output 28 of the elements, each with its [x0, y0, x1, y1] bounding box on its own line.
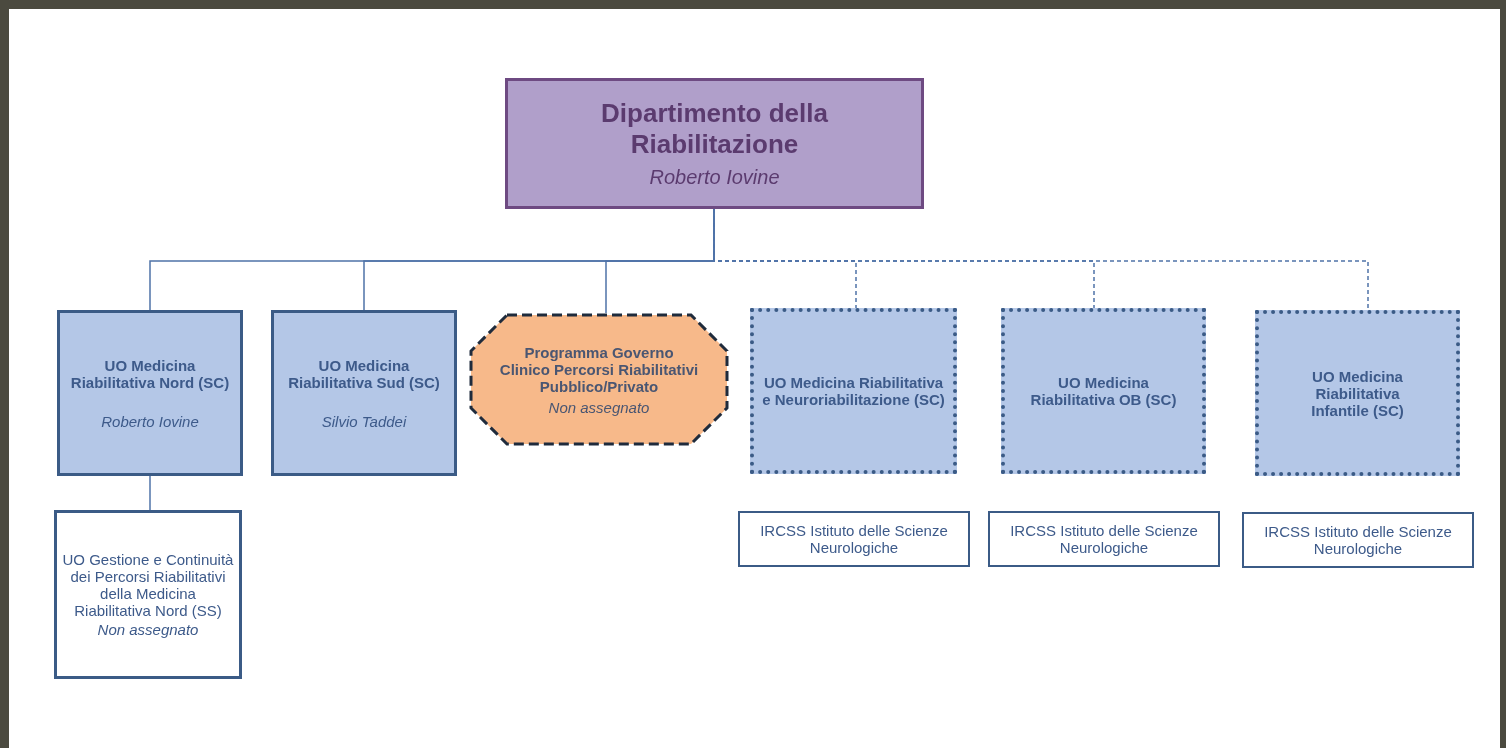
- connector-line: [149, 475, 151, 511]
- unit-box: [271, 310, 457, 476]
- unit-title: UO Medicina Riabilitativa Nord (SC): [70, 356, 230, 391]
- manager-name: Non assegnato: [96, 621, 200, 638]
- unit-title: UO Medicina Riabilitativa OB (SC): [1029, 374, 1178, 408]
- unit-title: UO Medicina Riabilitativa e Neuroriabilitazione (SC): [761, 374, 946, 408]
- manager-name: Roberto Iovine: [648, 166, 781, 189]
- unit-title: IRCSS Istituto delle Scienze Neurologiche: [1009, 522, 1199, 556]
- institute-box: [738, 511, 970, 567]
- department-title: Dipartimento della Riabilitazione: [600, 98, 829, 160]
- unit-title: UO Medicina Riabilitativa Sud (SC): [287, 356, 441, 391]
- unit-title: UO Medicina Riabilitativa Infantile (SC): [1310, 367, 1405, 419]
- institute-box: [1242, 512, 1474, 568]
- unit-title: UO Gestione e Continuità dei Percorsi Riabilitativi della Medicina Riabilitativa Nord (SS): [61, 551, 235, 619]
- unit-title: Programma Governo Clinico Percorsi Riabilitativi Pubblico/Privato: [499, 343, 699, 395]
- unit-title: IRCSS Istituto delle Scienze Neurologiche: [1263, 523, 1453, 557]
- unit-box: [750, 308, 957, 474]
- program-octagon: [469, 313, 729, 446]
- unit-box: [54, 510, 242, 679]
- unit-box: [57, 310, 243, 476]
- department-box: [505, 78, 924, 209]
- unit-box: [1001, 308, 1206, 474]
- manager-name: Roberto Iovine: [100, 412, 200, 430]
- unit-title: IRCSS Istituto delle Scienze Neurologiche: [759, 522, 949, 556]
- unit-box: [1255, 310, 1460, 476]
- institute-box: [988, 511, 1220, 567]
- manager-name: Silvio Taddei: [320, 412, 408, 430]
- manager-name: Non assegnato: [547, 398, 651, 416]
